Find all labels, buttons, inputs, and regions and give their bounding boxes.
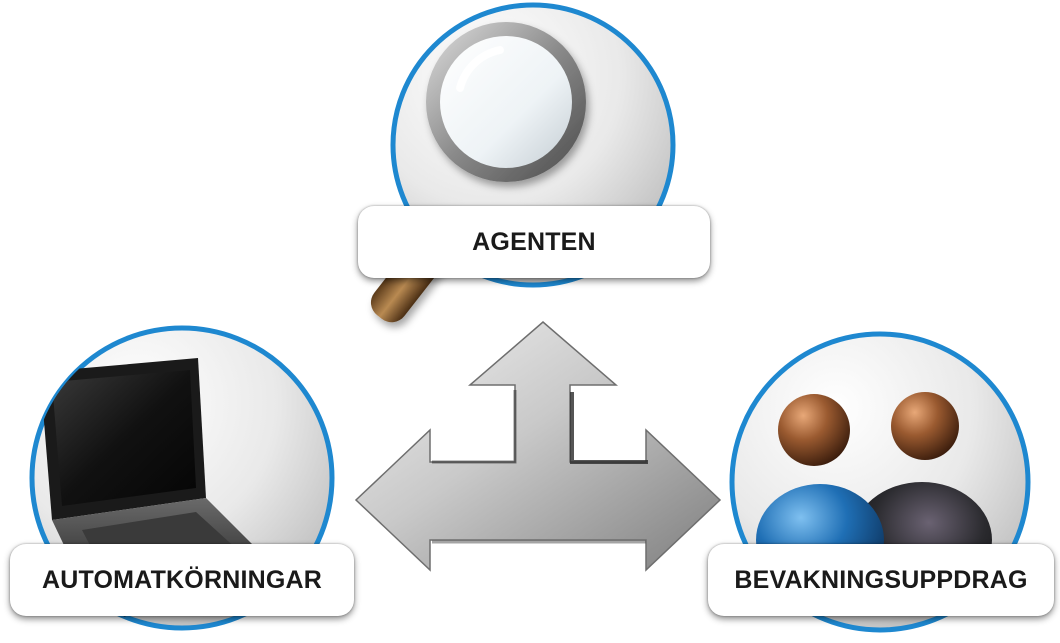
node-right-label: BEVAKNINGSUPPDRAG bbox=[708, 544, 1054, 616]
three-way-arrow-icon bbox=[354, 321, 722, 572]
node-top-label-text: AGENTEN bbox=[472, 227, 596, 256]
node-left-label-text: AUTOMATKÖRNINGAR bbox=[41, 565, 323, 594]
node-top-label: AGENTEN bbox=[358, 206, 710, 278]
node-left-label: AUTOMATKÖRNINGAR bbox=[10, 544, 354, 616]
node-top bbox=[370, 2, 676, 323]
node-left bbox=[29, 325, 335, 631]
node-right-label-text: BEVAKNINGSUPPDRAG bbox=[734, 565, 1028, 594]
